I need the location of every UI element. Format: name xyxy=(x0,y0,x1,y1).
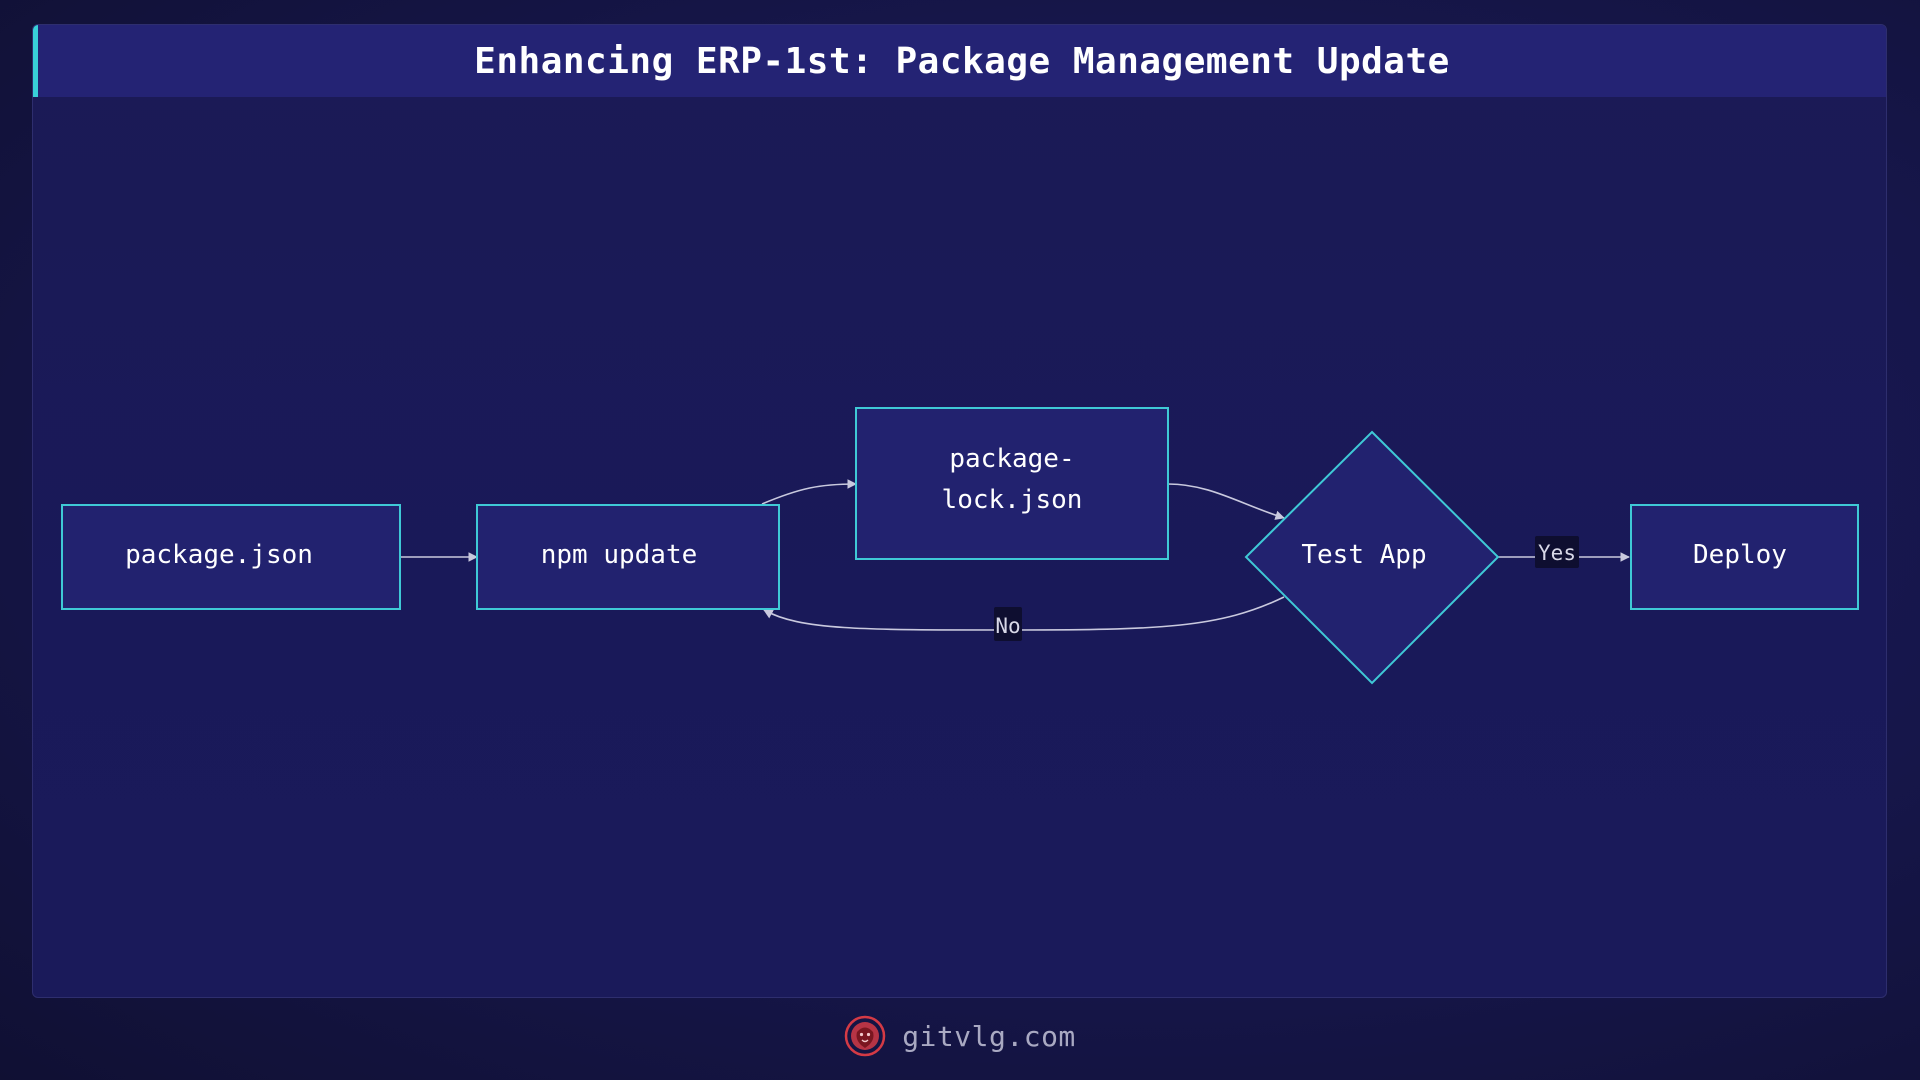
svg-text:npm update: npm update xyxy=(541,540,698,570)
node-test-app-decision: Test App xyxy=(1244,430,1500,685)
lion-logo-icon xyxy=(844,1015,886,1057)
edge-package-lock-to-test-app xyxy=(1167,483,1285,520)
edge-label-no: No xyxy=(994,607,1022,641)
footer-site-link[interactable]: gitvlg.com xyxy=(902,1019,1076,1053)
svg-text:package-: package- xyxy=(949,444,1074,474)
svg-text:lock.json: lock.json xyxy=(942,485,1083,515)
svg-text:package.json: package.json xyxy=(125,540,313,570)
node-package-json: package.json xyxy=(61,504,401,610)
edge-npm-update-to-package-lock xyxy=(761,479,857,505)
footer: gitvlg.com xyxy=(0,1008,1920,1064)
title-bar: Enhancing ERP-1st: Package Management Up… xyxy=(33,25,1886,97)
edge-test-app-to-npm-update-no xyxy=(763,596,1285,631)
svg-text:No: No xyxy=(995,614,1020,638)
node-deploy: Deploy xyxy=(1630,504,1859,610)
svg-text:Test App: Test App xyxy=(1301,540,1426,570)
svg-text:Yes: Yes xyxy=(1538,541,1576,565)
node-npm-update: npm update xyxy=(476,504,780,610)
diagram-title: Enhancing ERP-1st: Package Management Up… xyxy=(474,40,1450,82)
edge-label-yes: Yes xyxy=(1535,536,1579,568)
node-package-lock-json: package- lock.json xyxy=(855,407,1169,560)
svg-text:Deploy: Deploy xyxy=(1693,540,1787,570)
